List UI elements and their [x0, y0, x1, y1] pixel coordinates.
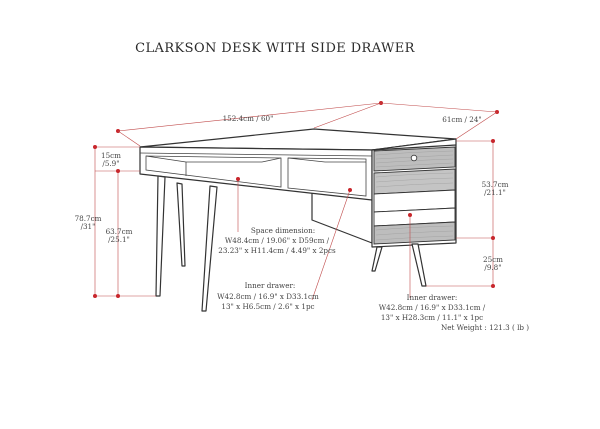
top-thickness-label: 15cm	[101, 151, 121, 160]
inner-drawer-small-line1: W42.8cm / 16.9" x D33.1cm	[217, 292, 319, 301]
dimension-dot	[93, 145, 97, 149]
desk-legs	[155, 175, 427, 312]
inner-drawer-large-line1: W42.8cm / 16.9" x D33.1cm /	[379, 303, 486, 312]
total-height-label: 78.7cm	[75, 214, 102, 223]
width-label: 152.4cm / 60"	[223, 114, 274, 123]
leg-cabinet-right	[411, 243, 427, 287]
dimension-dot	[116, 169, 120, 173]
cabinet-height-inch-label: /21.1"	[484, 188, 506, 197]
cabinet-clearance-inch-label: /9.8"	[484, 263, 501, 272]
drawer-bottom-wood-grain	[375, 225, 454, 241]
width-dimension-line	[117, 102, 382, 132]
desk-illustration	[139, 128, 457, 312]
drawer-knob-icon	[410, 154, 418, 162]
dimension-labels: 152.4cm / 60" 61cm / 24" 15cm /5.9" 78.7…	[75, 114, 509, 272]
shelf-top-edge-line	[139, 152, 373, 157]
depth-dimension-line	[380, 102, 498, 113]
shelf-inner-line	[145, 155, 187, 163]
dimension-dot	[491, 139, 495, 143]
drawer-large-bottom-panel	[373, 221, 456, 245]
total-height-inch-label: /31"	[81, 222, 96, 231]
extension-line	[117, 130, 141, 147]
space-note-line1: W48.4cm / 19.06" x D59cm /	[225, 236, 330, 245]
inner-drawer-small-heading: Inner drawer:	[245, 281, 296, 290]
space-note-heading: Space dimension:	[251, 226, 315, 235]
cabinet-height-label: 53.7cm	[482, 180, 509, 189]
dimension-dot	[491, 284, 495, 288]
dimension-dot	[408, 213, 412, 217]
extension-line	[313, 102, 382, 129]
depth-label: 61cm / 24"	[442, 115, 481, 124]
leg-rear-left	[176, 182, 186, 267]
inner-drawer-large-heading: Inner drawer:	[407, 293, 458, 302]
diagram-title: CLARKSON DESK WITH SIDE DRAWER	[135, 41, 415, 56]
leg-front-left	[155, 175, 166, 297]
shelf-inner-line	[287, 157, 326, 163]
leg-front-center	[201, 185, 218, 312]
dimension-dot	[93, 294, 97, 298]
drawer-large-wood-grain	[375, 172, 454, 188]
leg-height-inch-label: /25.1"	[108, 235, 130, 244]
net-weight-label: Net Weight : 121.3 ( lb )	[441, 323, 529, 332]
dimension-dot	[491, 236, 495, 240]
shelf-inner-line	[261, 157, 282, 163]
dimension-lines	[93, 101, 499, 301]
top-thickness-inch-label: /5.9"	[102, 159, 119, 168]
leg-cabinet-left	[371, 246, 383, 272]
leg-height-label: 63.7cm	[106, 227, 133, 236]
space-note-line2: 23.23" x H11.4cm / 4.49" x 2pcs	[218, 246, 336, 255]
shelf-compartment-right	[287, 157, 367, 197]
cabinet-clearance-label: 25cm	[483, 255, 503, 264]
shelf-compartment-left	[145, 155, 282, 188]
dimension-dot	[348, 188, 352, 192]
inner-drawer-small-leader	[311, 189, 351, 301]
inner-drawer-small-line2: 13" x H6.5cm / 2.6" x 1pc	[221, 302, 314, 311]
dimension-dot	[236, 177, 240, 181]
dimension-dot	[116, 294, 120, 298]
extension-line	[455, 111, 498, 140]
inner-drawer-large-line2: 13" x H28.3cm / 11.1" x 1pc	[381, 313, 483, 322]
spec-notes: Space dimension: W48.4cm / 19.06" x D59c…	[217, 226, 529, 332]
